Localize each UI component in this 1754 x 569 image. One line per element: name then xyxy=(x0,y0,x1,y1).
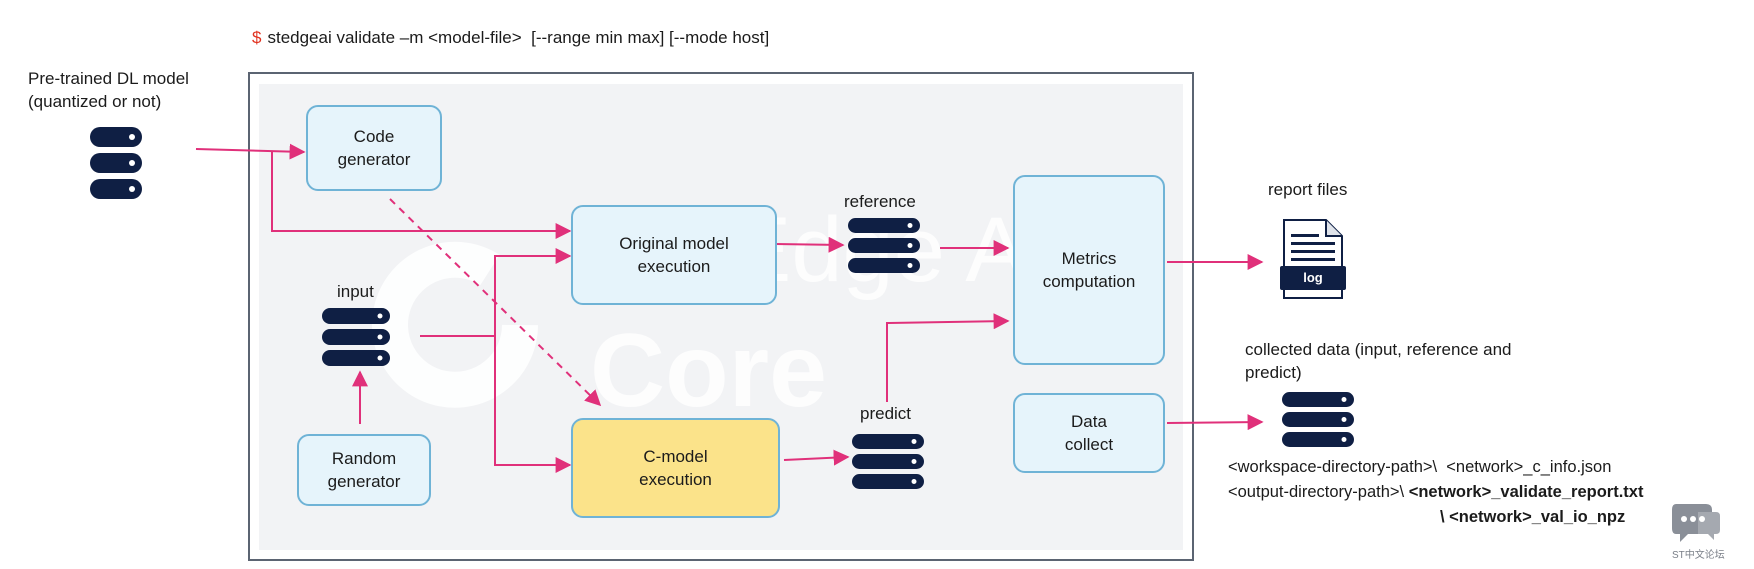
arrow-cmodel-to-predict xyxy=(783,449,850,466)
val-io-npz-file: \ <network>_val_io_npz xyxy=(1440,508,1626,526)
watermark-core: Core xyxy=(590,313,827,429)
arrow-input-to-cmodel xyxy=(494,336,572,473)
output-path-prefix: <output-directory-path>\ xyxy=(1228,483,1409,501)
collected-data-sublabel: predict) xyxy=(1245,363,1302,382)
input-label: input xyxy=(337,282,374,301)
arrow-model-to-original xyxy=(271,151,572,239)
predict-database-icon xyxy=(852,434,924,489)
random-generator-box: Random generator xyxy=(297,434,431,506)
code-generator-box: Code generator xyxy=(306,105,442,191)
report-document-icon: log xyxy=(1278,218,1348,300)
c-model-execution-box: C-model execution xyxy=(571,418,780,518)
arrow-model-to-codegen xyxy=(195,143,306,160)
output-path-line: <output-directory-path>\ <network>_valid… xyxy=(1228,480,1643,504)
predict-label: predict xyxy=(860,404,912,423)
reference-label: reference xyxy=(844,192,916,211)
input-database-icon xyxy=(322,308,390,366)
validate-report-file: <network>_validate_report.txt xyxy=(1408,483,1644,501)
watermark-logo xyxy=(372,241,538,408)
arrow-codegen-to-cmodel xyxy=(389,198,602,407)
original-model-execution-box: Original model execution xyxy=(571,205,777,305)
metrics-computation-box: Metrics computation xyxy=(1013,175,1165,365)
pretrained-model-database-icon xyxy=(90,127,142,199)
chat-bubble-icon xyxy=(1672,504,1720,542)
command-text: stedgeai validate –m <model-file> [--ran… xyxy=(267,28,770,47)
collected-data-database-icon xyxy=(1282,392,1354,447)
command-prompt: $ xyxy=(252,28,262,47)
data-collect-box: Data collect xyxy=(1013,393,1165,473)
report-log-badge: log xyxy=(1303,270,1323,285)
reference-database-icon xyxy=(848,218,920,273)
arrow-original-to-reference xyxy=(774,236,845,253)
arrow-input-to-original xyxy=(494,248,572,336)
arrow-collect-to-data xyxy=(1166,414,1264,431)
arrow-predict-to-metrics xyxy=(886,313,1010,402)
pretrained-model-label: Pre-trained DL model xyxy=(28,69,189,88)
report-files-label: report files xyxy=(1268,180,1348,199)
collected-data-label: collected data (input, reference and xyxy=(1245,340,1512,359)
workspace-path-line: <workspace-directory-path>\ <network>_c_… xyxy=(1228,458,1612,476)
command-line: $ stedgeai validate –m <model-file> [--ra… xyxy=(252,28,769,48)
pretrained-model-sublabel: (quantized or not) xyxy=(28,92,162,111)
footer-brand: ST中文论坛 xyxy=(1672,550,1725,561)
